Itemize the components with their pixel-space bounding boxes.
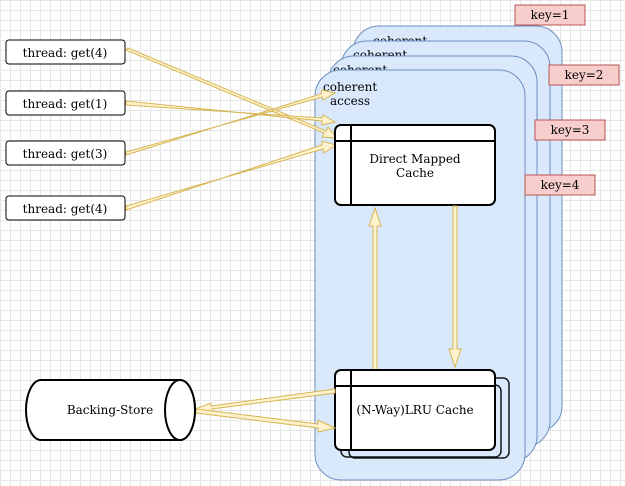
arrow-backing-store-to-lru bbox=[195, 408, 337, 433]
arrow-thread-4 bbox=[125, 140, 338, 211]
arrow-thread-1 bbox=[125, 47, 339, 139]
thread-label-3: thread: get(3) bbox=[23, 147, 108, 161]
key-3-label: key=3 bbox=[551, 123, 590, 137]
backing-store-arrows bbox=[193, 388, 337, 433]
key-2-label: key=2 bbox=[565, 68, 604, 82]
thread-label-1: thread: get(4) bbox=[23, 46, 108, 60]
key-4-box bbox=[524, 174, 596, 196]
direct-mapped-cache-label-line2: Cache bbox=[396, 166, 434, 180]
cache-link-arrows bbox=[368, 205, 462, 371]
direct-mapped-cache: Direct Mapped Cache bbox=[334, 124, 496, 206]
key-1-label: key=1 bbox=[531, 8, 570, 22]
lru-cache-label: (N-Way)LRU Cache bbox=[356, 403, 473, 417]
arrow-direct-to-lru bbox=[448, 205, 462, 369]
lru-cache: (N-Way)LRU Cache bbox=[334, 369, 496, 451]
backing-store: Backing-Store bbox=[25, 379, 196, 441]
arrow-thread-3 bbox=[125, 89, 337, 156]
threads: thread: get(4) thread: get(1) thread: ge… bbox=[5, 39, 126, 221]
arrow-lru-to-backing-store bbox=[193, 388, 336, 414]
key-3-box bbox=[534, 119, 606, 141]
thread-box-1 bbox=[5, 39, 126, 65]
key-1-box bbox=[514, 4, 586, 26]
arrow-thread-2 bbox=[125, 100, 337, 126]
arrow-lru-to-direct bbox=[368, 206, 382, 371]
thread-arrows bbox=[125, 47, 339, 211]
thread-box-4 bbox=[5, 195, 126, 221]
thread-label-2: thread: get(1) bbox=[23, 97, 108, 111]
thread-label-4: thread: get(4) bbox=[23, 202, 108, 216]
backing-store-label: Backing-Store bbox=[67, 403, 153, 417]
thread-box-2 bbox=[5, 90, 126, 116]
thread-box-3 bbox=[5, 140, 126, 166]
key-2-box bbox=[548, 64, 620, 86]
direct-mapped-cache-label-line1: Direct Mapped bbox=[369, 152, 461, 166]
key-labels: key=1 key=2 key=3 key=4 bbox=[514, 4, 620, 196]
key-4-label: key=4 bbox=[541, 178, 580, 192]
